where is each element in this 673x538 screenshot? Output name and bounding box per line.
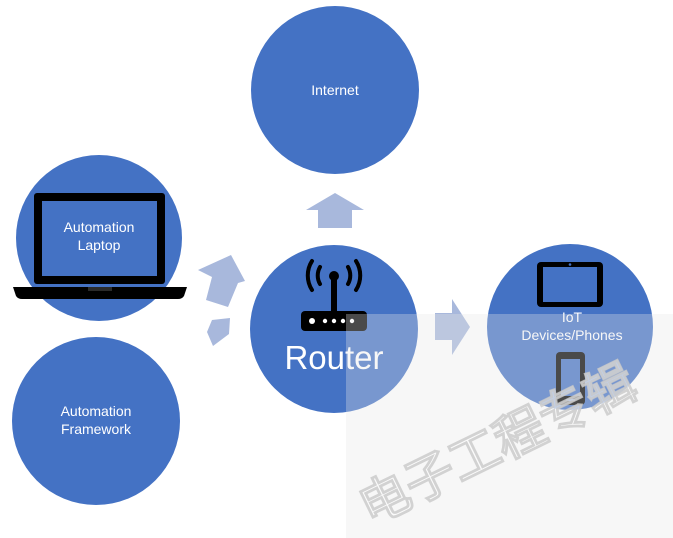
phone-icon xyxy=(556,352,585,405)
laptop-icon xyxy=(13,193,187,299)
laptop-label-line1: Automation xyxy=(64,219,135,235)
router-label: Router xyxy=(284,339,383,376)
tablet-icon xyxy=(537,262,603,307)
internet-node: Internet xyxy=(251,6,419,174)
arrow-router-laptop xyxy=(198,255,245,346)
arrow-up xyxy=(306,193,364,228)
framework-label-line1: Automation xyxy=(61,403,132,419)
internet-label: Internet xyxy=(311,82,359,98)
router-node: Router xyxy=(250,245,418,413)
watermark: 电子工程专辑 xyxy=(346,314,673,538)
laptop-label-line2: Laptop xyxy=(78,237,121,253)
iot-devices-node: IoT Devices/Phones xyxy=(487,244,653,410)
automation-laptop-node: Automation Laptop xyxy=(13,155,187,321)
framework-label-line2: Framework xyxy=(61,421,132,437)
arrow-right xyxy=(435,299,470,355)
iot-label-line1: IoT xyxy=(562,309,583,325)
automation-framework-node: Automation Framework xyxy=(12,337,180,505)
iot-label-line2: Devices/Phones xyxy=(521,327,622,343)
wifi-router-icon xyxy=(301,259,367,331)
